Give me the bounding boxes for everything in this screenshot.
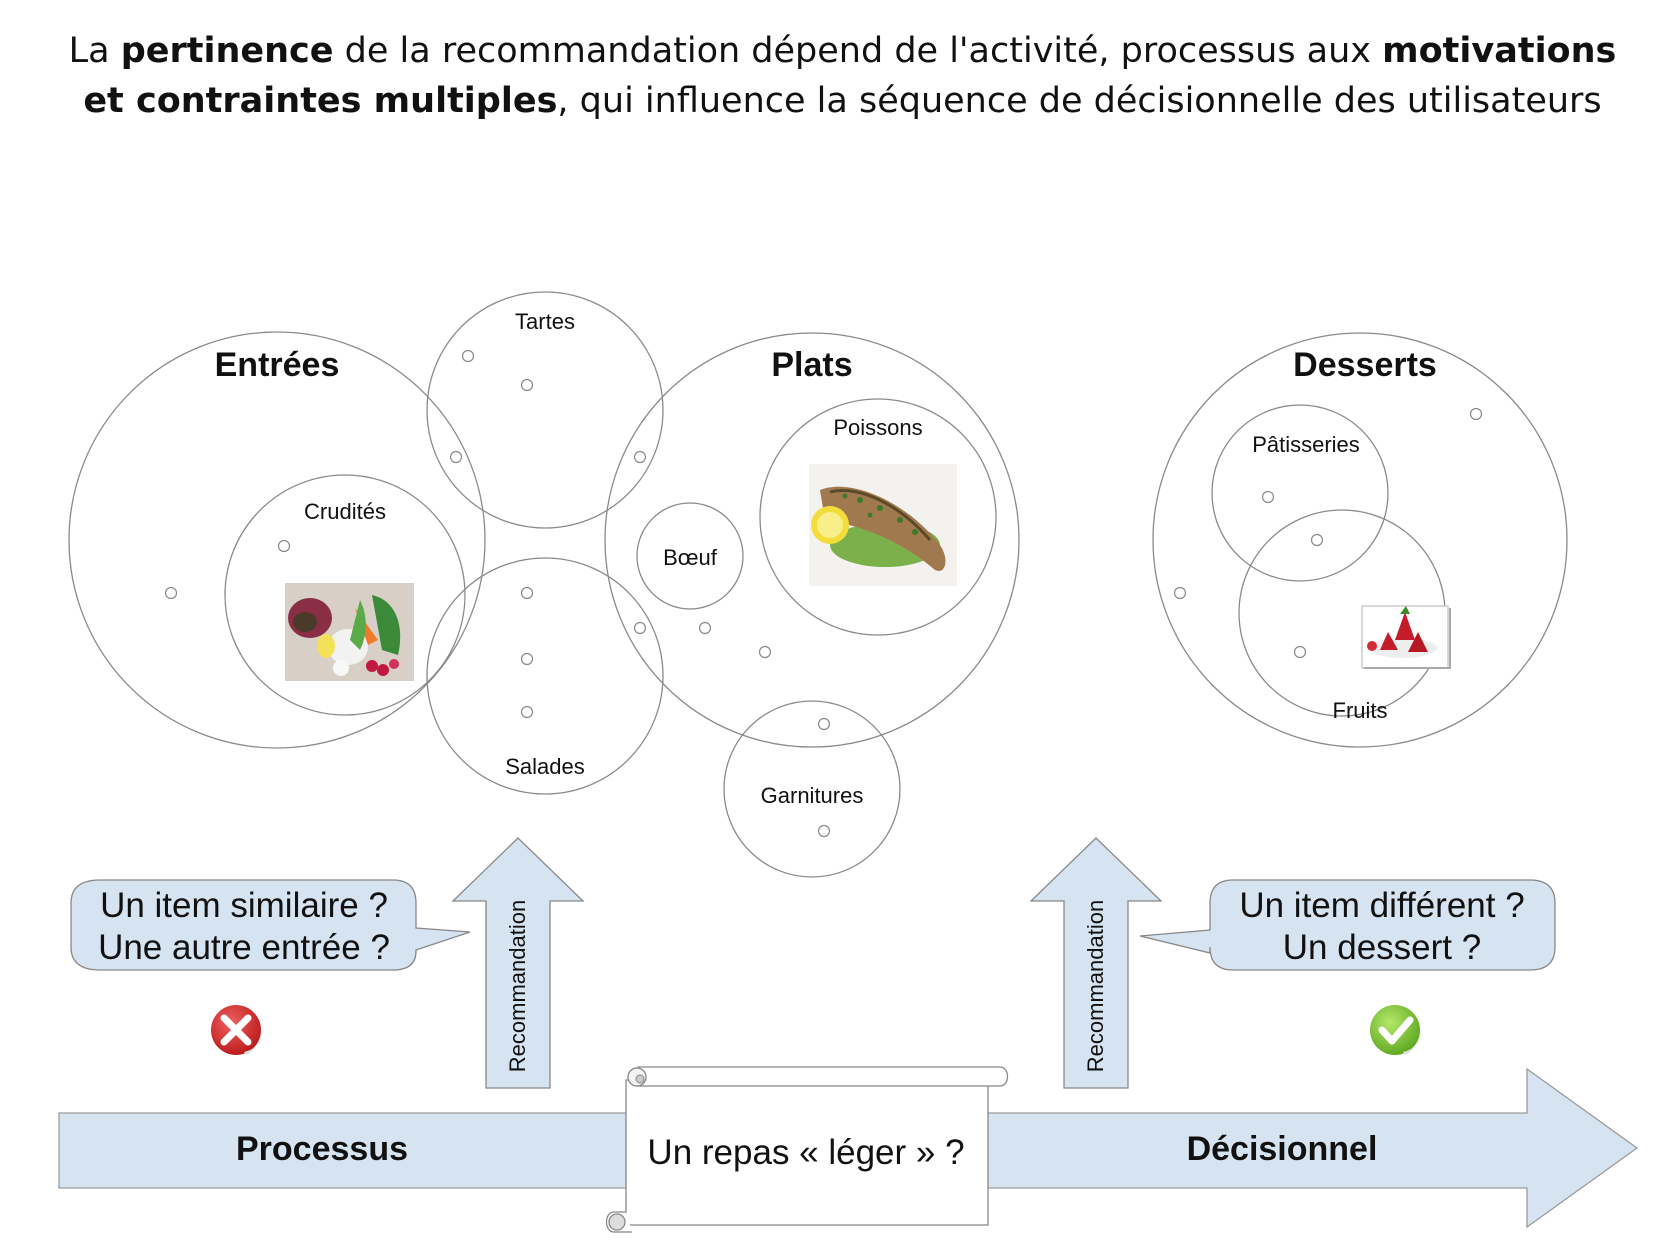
item-dot[interactable] [277,539,291,553]
garnitures-circle [723,700,901,878]
crudites-circle [224,474,466,716]
recommendation-left-label: Recommandation [505,900,530,1072]
fruits-photo [1361,605,1451,669]
subgroup-salades-label: Salades [505,754,585,779]
page-title: La pertinence de la recommandation dépen… [68,31,1617,121]
item-dot[interactable] [449,450,463,464]
item-dot[interactable] [1469,407,1483,421]
item-dot[interactable] [698,621,712,635]
poissons-circle [759,398,997,636]
subgroup-fruits-label: Fruits [1333,698,1388,723]
crudites-photo [285,583,414,681]
patisseries-circle [1211,404,1389,582]
item-dot[interactable] [817,717,831,731]
item-dot[interactable] [520,705,534,719]
process-left-label: Processus [236,1130,408,1168]
poissons-photo [809,464,957,586]
speech-bubble-right [1139,879,1556,971]
bubble-left-line1: Un item similaire ? [100,886,388,925]
scroll-box [605,1066,1009,1233]
tartes-circle [426,291,664,529]
boeuf-circle [636,502,744,610]
recommendation-arrow-right [1029,837,1163,1089]
item-dot[interactable] [164,586,178,600]
entrees-circle [68,331,486,749]
subgroup-patisseries-label: Pâtisseries [1252,432,1360,457]
item-dot[interactable] [520,586,534,600]
recommendation-arrow-left [451,837,585,1089]
item-dot[interactable] [1261,490,1275,504]
bubble-left-line2: Une autre entrée ? [98,928,390,967]
item-dot[interactable] [1173,586,1187,600]
item-dot[interactable] [520,378,534,392]
salades-circle [426,557,664,795]
group-entrees-label: Entrées [215,346,340,384]
group-desserts-label: Desserts [1293,346,1437,384]
item-dot[interactable] [758,645,772,659]
cross-icon [211,1005,262,1055]
speech-bubble-left [70,879,471,971]
bubble-right-line1: Un item différent ? [1239,886,1524,925]
scroll-text: Un repas « léger » ? [647,1133,964,1172]
subgroup-garnitures-label: Garnitures [761,783,864,808]
item-dot[interactable] [1293,645,1307,659]
subgroup-crudites-label: Crudités [304,499,386,524]
check-icon [1370,1005,1421,1055]
subgroup-tartes-label: Tartes [515,309,575,334]
item-dot[interactable] [461,349,475,363]
desserts-circle [1152,332,1568,748]
group-plats-label: Plats [771,346,852,384]
item-dot[interactable] [817,824,831,838]
item-dot[interactable] [633,621,647,635]
item-dot[interactable] [633,450,647,464]
subgroup-boeuf-label: Bœuf [663,545,718,570]
subgroup-poissons-label: Poissons [833,415,922,440]
item-dot[interactable] [1310,533,1324,547]
plats-circle [604,332,1020,748]
bubble-right-line2: Un dessert ? [1283,928,1481,967]
item-dot[interactable] [520,652,534,666]
recommendation-right-label: Recommandation [1083,900,1108,1072]
process-right-label: Décisionnel [1187,1130,1378,1168]
